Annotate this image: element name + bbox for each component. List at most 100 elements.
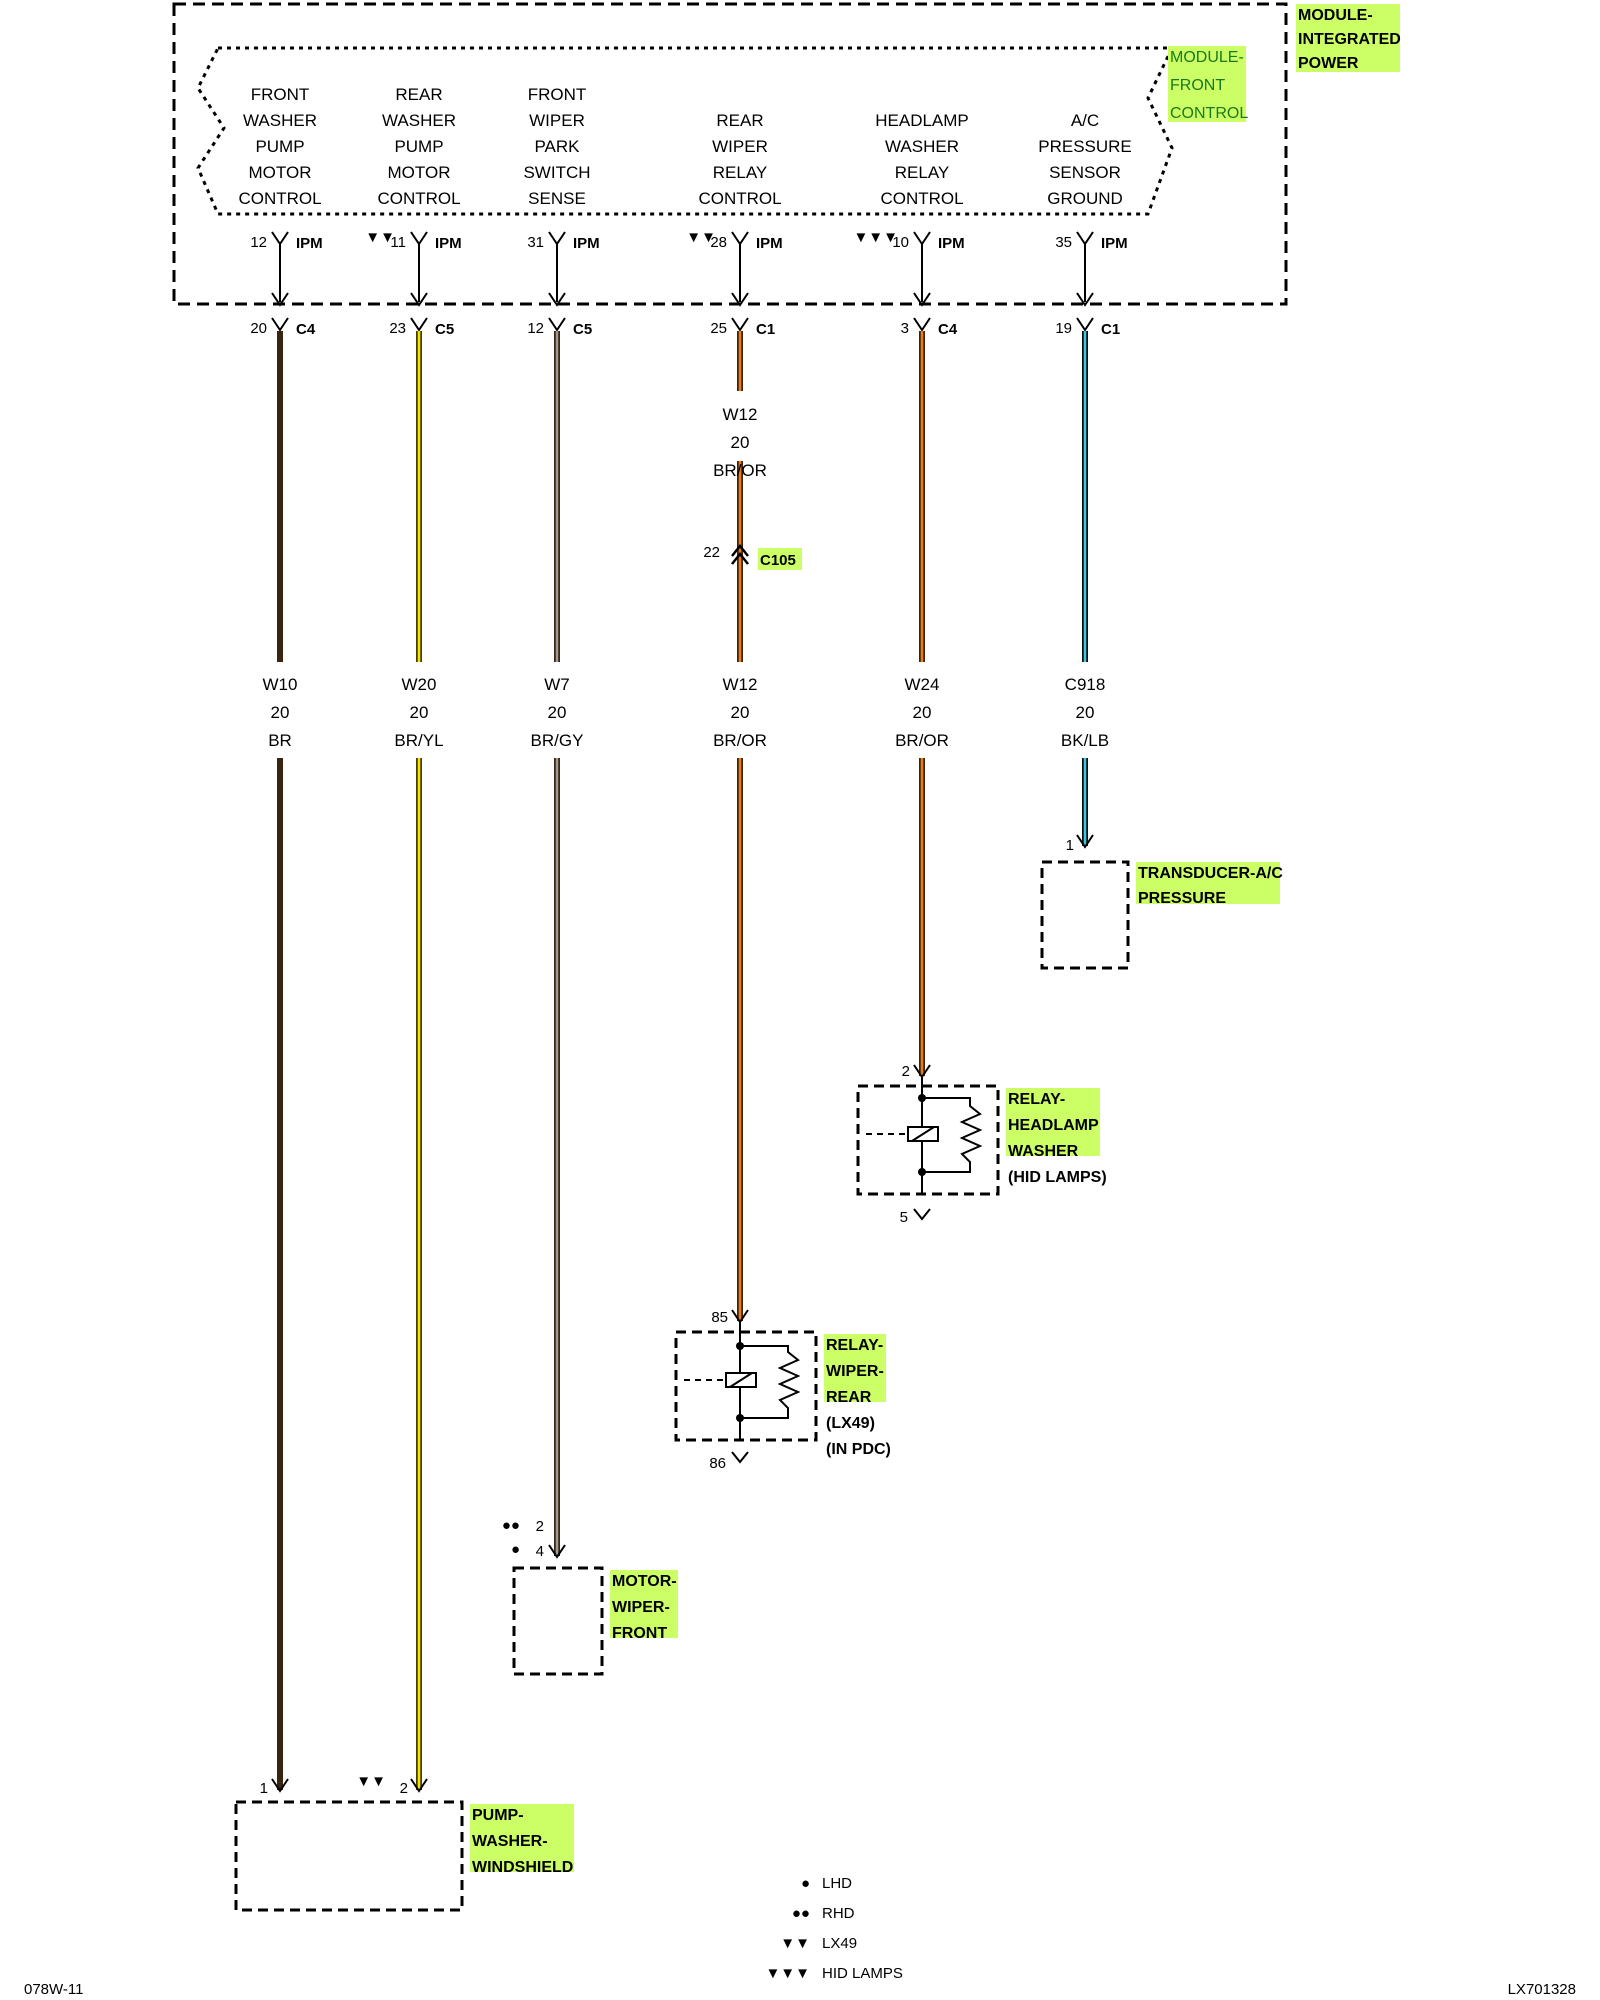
ipm-label-line-1: MODULE-	[1298, 7, 1373, 24]
circuit-c3-wire-color: BR/GY	[531, 731, 584, 750]
relay-wiper-rear: 85 86 RELAY- WIPER- REAR (LX49) (IN PDC)	[674, 1309, 891, 1472]
relay-headlamp-note: (HID LAMPS)	[1008, 1169, 1107, 1186]
circuit-c4-wire-id: W12	[723, 675, 758, 694]
ipm-module-outline	[172, 2, 1288, 306]
circuit-c1-module-connector: C4	[296, 321, 316, 338]
circuit-c6-module-pin: 19	[1055, 320, 1072, 337]
motor-wiper-label-line-1: MOTOR-	[612, 1573, 677, 1590]
circuit-c3-module-connector: C5	[573, 321, 592, 338]
circuit-c1-module-pin: 20	[250, 320, 267, 337]
circuit-c5-wire-id: W24	[905, 675, 940, 694]
circuit-c4-ipm-pin: 28	[710, 234, 727, 251]
relay-wiper-note-2: (IN PDC)	[826, 1441, 891, 1458]
circuit-c3-ipm-connector: IPM	[573, 235, 600, 252]
circuit-c1-function-line-5: CONTROL	[238, 189, 321, 208]
legend: ● LHD ●● RHD ▼▼ LX49 ▼▼▼ HID LAMPS	[765, 1875, 902, 1982]
pump-pin-1: 1	[260, 1780, 268, 1797]
circuit-c2-function-line-2: WASHER	[382, 111, 456, 130]
circuit-c2-wire-id: W20	[402, 675, 437, 694]
circuit-c5-function-line-1: HEADLAMP	[875, 111, 969, 130]
motor-wiper-front: ●● 2 ● 4 MOTOR- WIPER- FRONT	[502, 1517, 678, 1676]
relay-wiper-pin-out: 86	[709, 1455, 726, 1472]
circuit-c4-option-mark: ▼▼	[686, 229, 716, 246]
legend-label-lx49: LX49	[822, 1935, 857, 1952]
transducer-pin: 1	[1066, 837, 1074, 854]
circuit-c1-ipm-pin: 12	[250, 234, 267, 251]
circuit-c5-module-pin: 3	[901, 320, 909, 337]
circuit-c1-ipm-connector: IPM	[296, 235, 323, 252]
relay-wiper-note-1: (LX49)	[826, 1415, 875, 1432]
inline-connector-name: C105	[760, 552, 796, 569]
relay-wiper-label-line-1: RELAY-	[826, 1337, 883, 1354]
front-control-label: MODULE- FRONT CONTROL	[1168, 46, 1248, 122]
circuit-c5-ipm-pin: 10	[892, 234, 909, 251]
circuit-c5-function-line-4: CONTROL	[880, 189, 963, 208]
relay-headlamp-pin-out: 5	[900, 1209, 908, 1226]
circuit-c2-ipm-connector: IPM	[435, 235, 462, 252]
circuit-c2-function-line-5: CONTROL	[377, 189, 460, 208]
circuit-c2-module-pin: 23	[389, 320, 406, 337]
circuit-c1-wire-color: BR	[268, 731, 292, 750]
circuit-c6-ipm-connector: IPM	[1101, 235, 1128, 252]
circuit-c2-function-line-3: PUMP	[394, 137, 443, 156]
transducer-label-line-2: PRESSURE	[1138, 890, 1226, 907]
transducer-label-line-1: TRANSDUCER-A/C	[1138, 865, 1283, 882]
circuit-c2-wire-color: BR/YL	[394, 731, 443, 750]
legend-symbol-rhd: ●●	[792, 1905, 810, 1922]
motor-wiper-mark-a: ●●	[502, 1517, 520, 1534]
relay-wiper-label-line-2: WIPER-	[826, 1363, 884, 1380]
legend-label-rhd: RHD	[822, 1905, 855, 1922]
circuit-c3-function-line-4: SWITCH	[523, 163, 590, 182]
circuit-c3-function-line-5: SENSE	[528, 189, 586, 208]
circuit-c5-function-line-2: WASHER	[885, 137, 959, 156]
footer-left: 078W-11	[24, 1981, 83, 1998]
ipm-label: MODULE- INTEGRATED POWER	[1296, 4, 1401, 72]
circuit-c3-wire-id: W7	[544, 675, 570, 694]
pump-label-line-3: WINDSHIELD	[472, 1859, 573, 1876]
footer-right: LX701328	[1508, 1981, 1576, 1998]
circuit-c5-wire-gauge: 20	[913, 703, 932, 722]
circuit-c2-option-mark: ▼▼	[365, 229, 395, 246]
pump-washer-windshield: 1 ▼▼ 2 PUMP- WASHER- WINDSHIELD	[234, 1773, 574, 1912]
motor-wiper-label-line-2: WIPER-	[612, 1599, 670, 1616]
legend-symbol-hid: ▼▼▼	[765, 1965, 810, 1982]
relay-headlamp-label-line-1: RELAY-	[1008, 1091, 1065, 1108]
pump-mark-2: ▼▼	[356, 1773, 386, 1790]
legend-symbol-lx49: ▼▼	[780, 1935, 810, 1952]
inline-connector-c105: W12 20 BR/OR 22 C105	[703, 391, 802, 570]
circuit-c2-wire-gauge: 20	[410, 703, 429, 722]
inline-wire-id: W12	[723, 405, 758, 424]
circuit-c5-module-connector: C4	[938, 321, 958, 338]
circuit-c5-ipm-connector: IPM	[938, 235, 965, 252]
circuit-c1-function-line-1: FRONT	[251, 85, 310, 104]
motor-wiper-pin-b: 4	[536, 1543, 544, 1560]
circuit-c2-function-line-4: MOTOR	[388, 163, 451, 182]
relay-headlamp-washer: 2 5 RELAY- HEADLAMP WASHER (HID LAMPS)	[856, 1063, 1107, 1226]
circuit-c1-function-line-2: WASHER	[243, 111, 317, 130]
relay-headlamp-label-line-3: WASHER	[1008, 1143, 1079, 1160]
ipm-label-line-2: INTEGRATED	[1298, 31, 1401, 48]
circuit-c4-wire-gauge: 20	[731, 703, 750, 722]
front-control-label-line-2: FRONT	[1170, 77, 1225, 94]
motor-wiper-mark-b: ●	[511, 1541, 520, 1558]
circuit-c6-function-line-4: GROUND	[1047, 189, 1123, 208]
relay-headlamp-label-line-2: HEADLAMP	[1008, 1117, 1099, 1134]
front-control-label-line-1: MODULE-	[1170, 49, 1244, 66]
circuit-c1-function-line-3: PUMP	[255, 137, 304, 156]
circuit-c6-wire-id: C918	[1065, 675, 1106, 694]
front-control-label-line-3: CONTROL	[1170, 105, 1248, 122]
circuit-c3-function-line-3: PARK	[534, 137, 580, 156]
relay-headlamp-pin-in: 2	[902, 1063, 910, 1080]
circuit-c4-function-line-4: CONTROL	[698, 189, 781, 208]
inline-pin: 22	[703, 544, 720, 561]
circuit-c4-function-line-3: RELAY	[713, 163, 768, 182]
circuit-c2-module-connector: C5	[435, 321, 454, 338]
circuit-c6-wire-color: BK/LB	[1061, 731, 1109, 750]
circuit-c3-module-pin: 12	[527, 320, 544, 337]
circuit-c4-ipm-connector: IPM	[756, 235, 783, 252]
